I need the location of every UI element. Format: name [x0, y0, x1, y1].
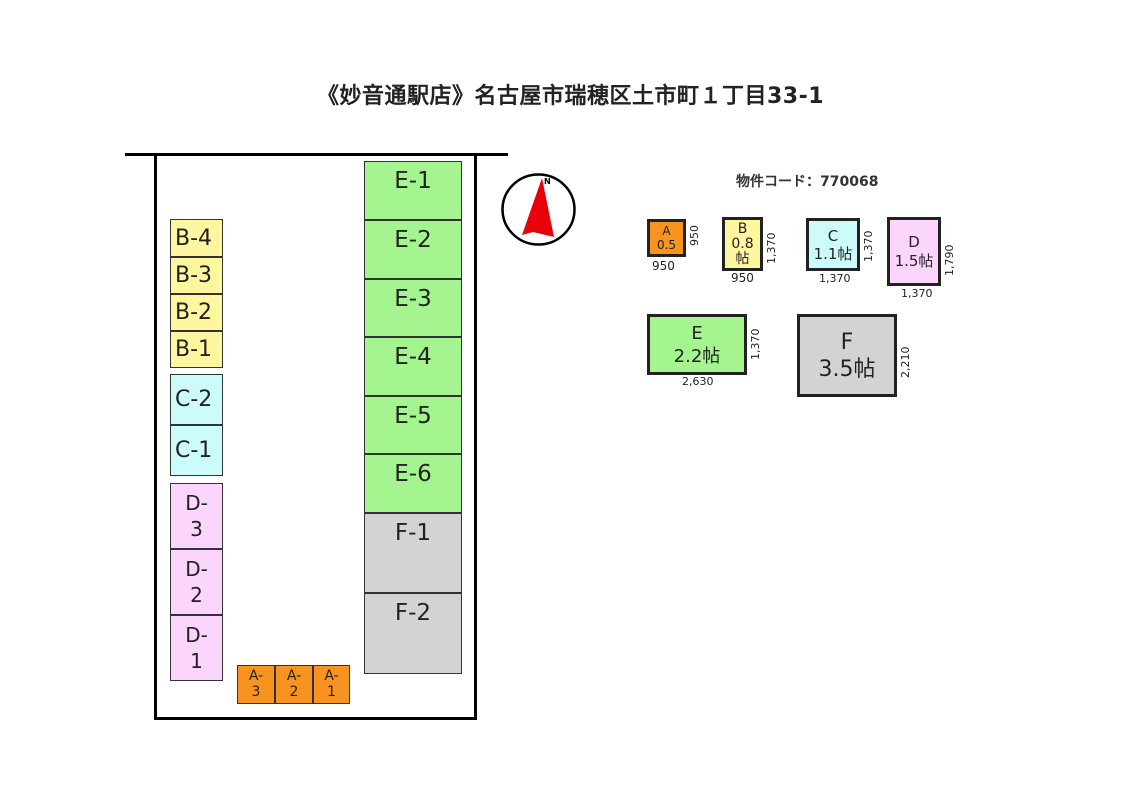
size-key-size: 1.5帖: [894, 251, 934, 270]
unit-label-prefix: A-: [324, 668, 339, 684]
unit-e-2[interactable]: E-2: [364, 220, 462, 279]
size-key-size: 1.1帖: [813, 244, 853, 263]
unit-b-2[interactable]: B-2: [170, 294, 223, 331]
size-key-d: D 1.5帖: [887, 217, 941, 286]
unit-label-number: 2: [190, 583, 203, 607]
dimension-label: 950: [652, 259, 675, 273]
unit-label: B-1: [175, 337, 213, 362]
size-key-a: A 0.5: [647, 219, 686, 257]
dimension-label: 1,370: [749, 328, 762, 361]
unit-c-1[interactable]: C-1: [170, 425, 223, 476]
unit-e-4[interactable]: E-4: [364, 337, 462, 396]
unit-label: B-4: [175, 225, 213, 251]
dimension-label: 1,790: [943, 244, 956, 277]
unit-label: B-3: [175, 263, 213, 288]
unit-a-2[interactable]: A- 2: [275, 665, 313, 704]
unit-a-1[interactable]: A- 1: [313, 665, 350, 704]
unit-f-2[interactable]: F-2: [364, 593, 462, 674]
size-key-letter: D: [908, 232, 920, 251]
unit-label-number: 3: [251, 684, 261, 700]
size-key-letter: B: [737, 220, 748, 237]
unit-label-number: 3: [190, 517, 203, 541]
compass-north-label: N: [544, 177, 551, 186]
unit-label-prefix: D-: [185, 491, 208, 515]
unit-label: E-1: [394, 168, 432, 194]
size-key-letter: F: [840, 329, 854, 355]
unit-b-1[interactable]: B-1: [170, 331, 223, 368]
size-key-letter: C: [827, 226, 839, 245]
dimension-label: 950: [688, 225, 701, 246]
north-arrow-icon: [501, 173, 576, 246]
unit-e-3[interactable]: E-3: [364, 279, 462, 337]
size-key-letter: A: [662, 224, 671, 238]
unit-label: E-4: [394, 344, 432, 370]
dimension-label: 950: [731, 271, 754, 285]
unit-label: E-2: [394, 227, 432, 253]
dimension-label: 1,370: [819, 272, 851, 285]
dimension-label: 2,210: [899, 346, 912, 379]
lot-left-boundary: [154, 153, 157, 720]
unit-label-prefix: A-: [286, 668, 302, 684]
unit-label-prefix: D-: [185, 623, 208, 647]
unit-label: E-3: [394, 286, 432, 312]
unit-label: B-2: [175, 300, 213, 325]
unit-e-5[interactable]: E-5: [364, 396, 462, 454]
unit-label-number: 2: [289, 684, 299, 700]
unit-label: E-5: [394, 403, 432, 429]
unit-label-number: 1: [327, 684, 336, 700]
size-key-b: B 0.8 帖: [722, 217, 763, 271]
dimension-label: 1,370: [862, 230, 875, 263]
unit-label: C-1: [175, 438, 213, 463]
unit-d-2[interactable]: D- 2: [170, 549, 223, 615]
unit-label: E-6: [394, 461, 432, 487]
dimension-label: 1,370: [765, 232, 778, 265]
lot-bottom-boundary: [154, 717, 477, 720]
size-key-unit: 帖: [735, 250, 750, 267]
size-key-f: F 3.5帖: [797, 314, 897, 397]
unit-b-4[interactable]: B-4: [170, 219, 223, 257]
unit-e-1[interactable]: E-1: [364, 161, 462, 220]
unit-f-1[interactable]: F-1: [364, 513, 462, 593]
size-key-size: 3.5帖: [818, 356, 876, 382]
unit-b-3[interactable]: B-3: [170, 257, 223, 294]
lot-top-boundary: [125, 153, 508, 156]
size-key-size: 0.8: [731, 235, 754, 252]
unit-label-prefix: D-: [185, 557, 208, 581]
unit-label-prefix: A-: [248, 668, 264, 684]
property-code: 物件コード：770068: [736, 174, 879, 190]
unit-e-6[interactable]: E-6: [364, 454, 462, 513]
unit-a-3[interactable]: A- 3: [237, 665, 275, 704]
unit-label-number: 1: [190, 649, 203, 673]
compass: N: [500, 172, 577, 247]
unit-c-2[interactable]: C-2: [170, 374, 223, 425]
size-key-c: C 1.1帖: [806, 218, 860, 271]
unit-label: F-2: [394, 600, 432, 626]
size-key-letter: E: [691, 322, 703, 344]
unit-label: F-1: [394, 520, 432, 546]
unit-d-3[interactable]: D- 3: [170, 483, 223, 549]
dimension-label: 1,370: [901, 287, 933, 300]
size-key-size: 0.5: [656, 238, 677, 252]
page-title: 《妙音通駅店》名古屋市瑞穂区土市町１丁目33-1: [316, 84, 825, 109]
lot-right-boundary: [474, 153, 477, 720]
size-key-e: E 2.2帖: [647, 314, 747, 375]
size-key-size: 2.2帖: [673, 345, 721, 367]
unit-label: C-2: [175, 387, 213, 412]
dimension-label: 2,630: [682, 375, 714, 388]
unit-d-1[interactable]: D- 1: [170, 615, 223, 681]
